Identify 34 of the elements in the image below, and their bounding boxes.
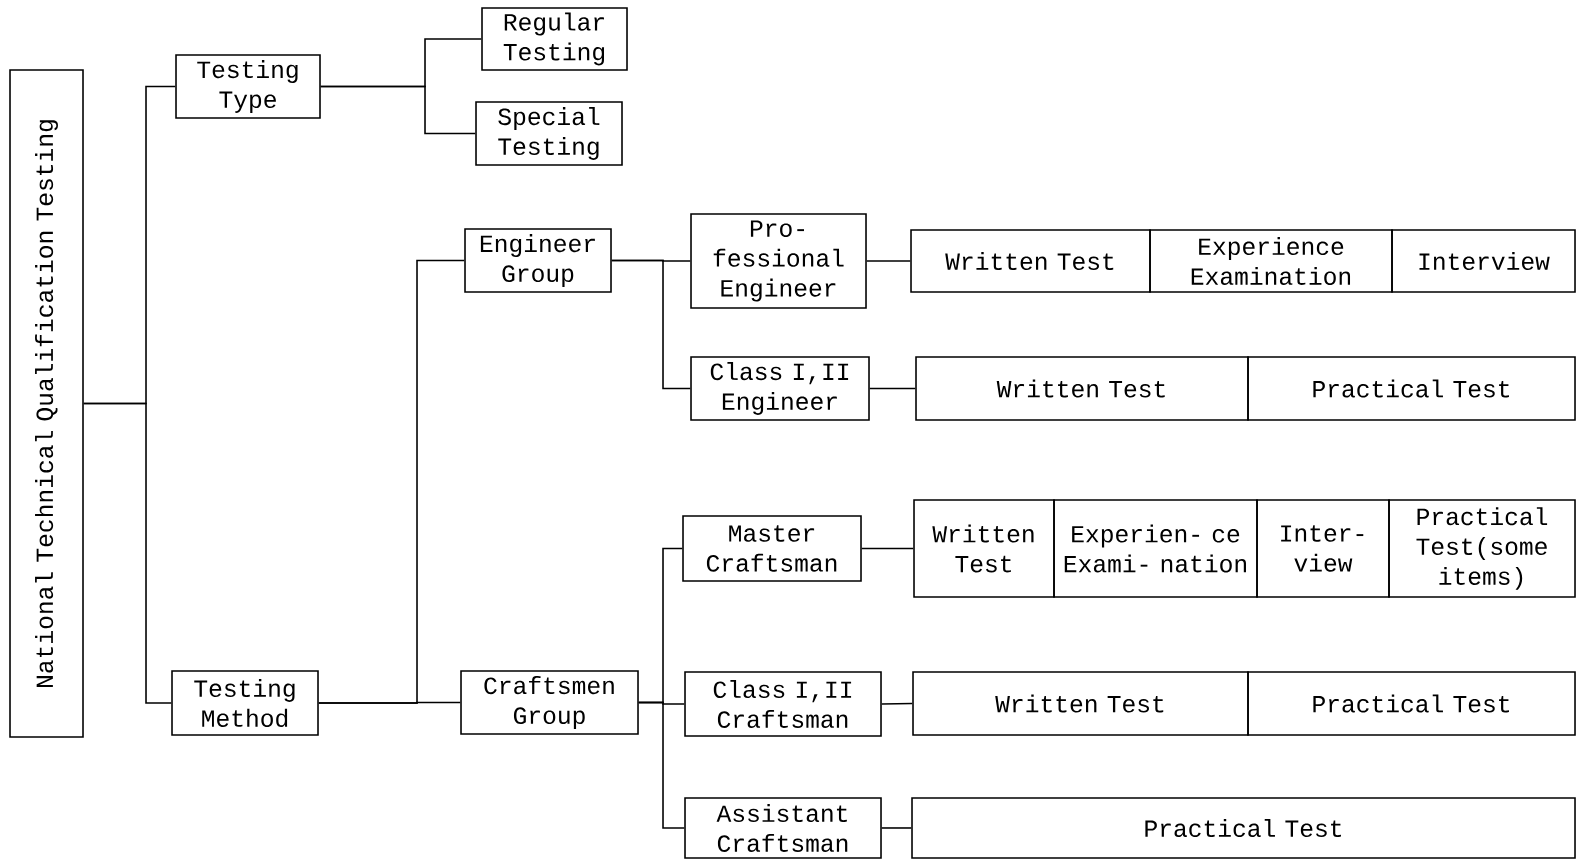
- group-box: Engineer Group: [464, 228, 612, 293]
- level-box: Pro- fessional Engineer: [690, 213, 867, 309]
- test-cell: Experien- ce Exami- nation: [1053, 499, 1258, 598]
- connector-line: [83, 402, 172, 704]
- test-cell: Written Test: [912, 671, 1249, 736]
- connector-line: [866, 260, 911, 262]
- connector-line: [611, 259, 691, 390]
- test-cell: Practical Test: [1247, 671, 1576, 736]
- connector-line: [881, 702, 913, 705]
- test-cell: Practical Test: [1247, 356, 1576, 421]
- title-box: National Technical Qualification Testing: [9, 69, 84, 738]
- category-box: Testing Type: [175, 54, 321, 119]
- type-box: Regular Testing: [481, 7, 628, 71]
- group-box: Craftsmen Group: [460, 670, 639, 735]
- level-box: Class I,II Engineer: [690, 356, 870, 421]
- connector-line: [638, 701, 685, 829]
- test-cell: Practical Test: [911, 797, 1576, 859]
- type-box: Special Testing: [475, 101, 623, 166]
- level-box: Class I,II Craftsman: [684, 671, 882, 737]
- connector-line: [861, 547, 914, 550]
- test-cell: Practical Test(some items): [1388, 499, 1576, 598]
- test-cell: Written Test: [915, 356, 1249, 421]
- test-cell: Written Test: [913, 499, 1055, 598]
- level-box: Assistant Craftsman: [684, 797, 882, 859]
- connector-line: [869, 387, 916, 390]
- test-cell: Experience Examination: [1149, 229, 1393, 293]
- test-cell: Inter- view: [1256, 499, 1390, 598]
- connector-line: [318, 701, 461, 704]
- category-box: Testing Method: [171, 670, 319, 736]
- test-cell: Interview: [1391, 229, 1576, 293]
- connector-line: [881, 827, 912, 829]
- level-box: Master Craftsman: [682, 515, 862, 582]
- test-cell: Written Test: [910, 229, 1151, 293]
- connector-line: [320, 85, 476, 135]
